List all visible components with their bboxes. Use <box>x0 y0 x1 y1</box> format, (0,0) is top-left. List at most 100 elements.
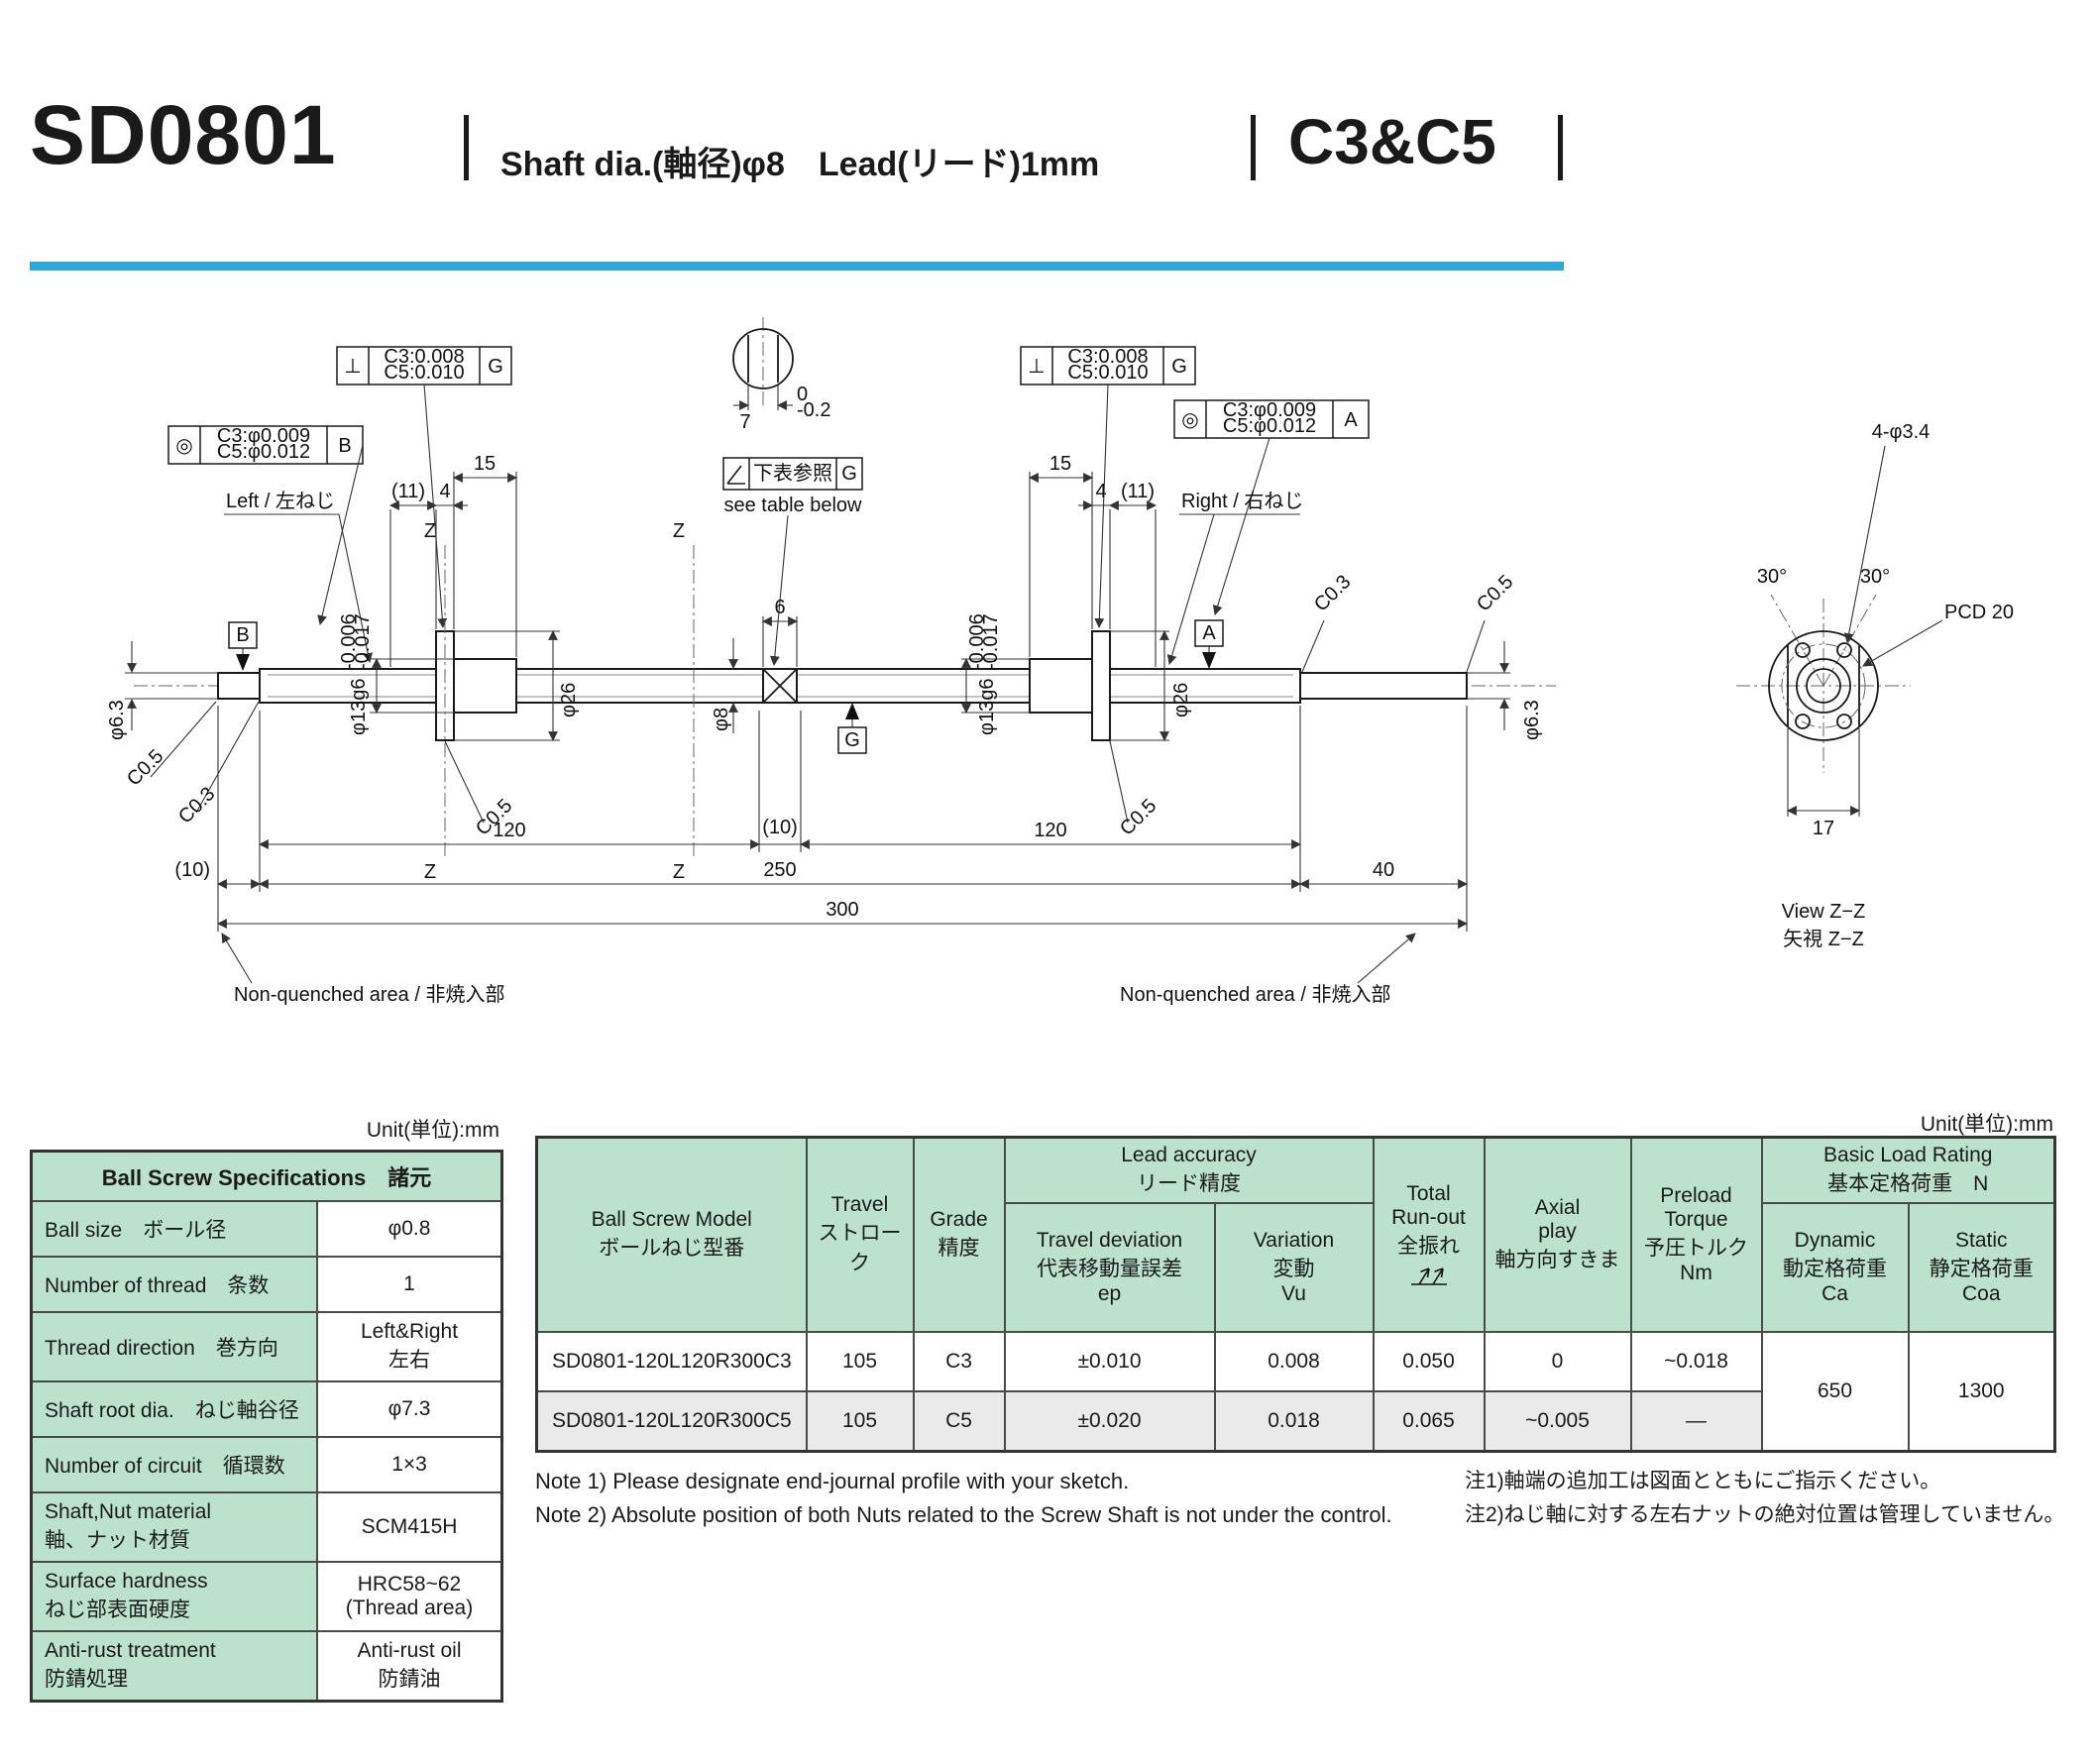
dim-label: 120 <box>493 820 525 841</box>
chamfer-label: C0.3 <box>174 783 219 827</box>
spec-value: HRC58~62 (Thread area) <box>316 1561 503 1632</box>
fcf-tol: C3:φ0.009 <box>1223 399 1316 421</box>
dia-8: φ8 <box>711 638 738 733</box>
note-en-1: Note 1) Please designate end-journal pro… <box>535 1469 1130 1493</box>
spec-label: Shaft root dia. ねじ軸谷径 <box>30 1380 318 1438</box>
fcf-datum: G <box>841 463 857 485</box>
ref-frame-note: see table below <box>724 495 863 516</box>
dim-6: 6 <box>762 597 798 667</box>
dim-label: 250 <box>763 859 796 881</box>
fcf-datum: B <box>338 435 351 457</box>
spec-value: φ0.8 <box>316 1200 503 1258</box>
fcf-datum: G <box>488 356 503 378</box>
col-group-load-rating: Basic Load Rating 基本定格荷重 N <box>1760 1136 2056 1204</box>
section-z-marks: Z Z Z Z <box>424 520 695 883</box>
dim-label: (11) <box>391 481 425 502</box>
spec-label: Number of thread 条数 <box>30 1256 318 1313</box>
dia-63-right: φ6.3 <box>1467 641 1543 740</box>
col-group-lead-accuracy: Lead accuracy リード精度 <box>1003 1136 1375 1204</box>
dynamic-load-cell: 650 <box>1760 1331 1910 1453</box>
dia-26-left: φ26 <box>454 630 580 741</box>
dia-63-left: φ6.3 <box>106 641 218 740</box>
preload-cell: ~0.018 <box>1629 1331 1763 1392</box>
model-cell: SD0801-120L120R300C3 <box>535 1331 808 1392</box>
tol-label: -0.2 <box>797 399 830 421</box>
col-header-travel-deviation: Travel deviation 代表移動量誤差 ep <box>1003 1202 1216 1333</box>
header-row: Ball Screw Model ボールねじ型番 Travel ストローク Gr… <box>535 1136 2056 1333</box>
dia-13g6-left: φ13g6 -0.006 -0.017 <box>338 613 454 735</box>
dim-label: 15 <box>1049 453 1071 475</box>
slope-icon <box>726 465 745 485</box>
dia-26-right: φ26 <box>1110 630 1192 741</box>
travel-deviation-cell: ±0.020 <box>1003 1390 1216 1453</box>
datum-g: G <box>837 703 867 754</box>
datum-g-label: G <box>844 729 860 751</box>
variation-cell: 0.008 <box>1213 1331 1375 1392</box>
axial-play-cell: ~0.005 <box>1483 1390 1632 1453</box>
unit-label-left: Unit(単位):mm <box>366 1119 499 1142</box>
pcd-label: PCD 20 <box>1944 602 2014 623</box>
chamfer-label: C0.5 <box>1473 571 1517 615</box>
wrench-flat-mark <box>762 668 798 704</box>
dim-label: 120 <box>1034 820 1066 841</box>
fcf-tol: C5:0.010 <box>1067 362 1148 384</box>
fcf-tol: C3:φ0.009 <box>217 425 310 447</box>
datum-b-label: B <box>236 624 249 646</box>
col-header-runout: Total Run-out 全振れ <box>1372 1136 1486 1333</box>
chamfer-label: C0.5 <box>123 745 167 790</box>
non-quenched-label: Non-quenched area / 非焼入部 <box>234 983 504 1006</box>
table-row: SD0801-120L120R300C3 105 C3 ±0.010 0.008… <box>535 1331 2056 1453</box>
unit-label-right: Unit(単位):mm <box>1920 1113 2053 1136</box>
perpendicularity-icon: ⊥ <box>344 356 361 378</box>
angle-label: 30° <box>1860 566 1890 588</box>
length-dimensions: 120 (10) 120 (10) 250 40 300 <box>174 706 1468 932</box>
section-label: Z <box>424 861 436 883</box>
dia-label: φ26 <box>1170 683 1192 717</box>
fcf-tol: C5:φ0.012 <box>217 441 310 463</box>
col-header-model: Ball Screw Model ボールねじ型番 <box>535 1136 808 1333</box>
spec-value: SCM415H <box>316 1491 503 1563</box>
col-header-variation: Variation 変動 Vu <box>1213 1202 1375 1333</box>
travel-deviation-cell: ±0.010 <box>1003 1331 1216 1392</box>
runout-icon: ◎ <box>175 435 192 457</box>
spec-value: φ7.3 <box>316 1380 503 1438</box>
spec-label: Ball size ボール径 <box>30 1200 318 1258</box>
perpendicularity-icon: ⊥ <box>1028 356 1045 378</box>
ref-frame-label: 下表参照 <box>753 462 832 485</box>
fcf-datum: A <box>1344 409 1358 431</box>
col-header-static: Static 静定格荷重 Coa <box>1907 1202 2056 1333</box>
spec-table-title: Ball Screw Specifications 諸元 <box>30 1150 503 1202</box>
nut-dims-left: 15 4 (11) <box>389 453 517 667</box>
fcf-tol: C3:0.008 <box>384 346 464 368</box>
note-jp-1: 注1)軸端の追加工は図面とともにご指示ください。 <box>1465 1470 1941 1492</box>
screw-shaft <box>217 668 1468 704</box>
thread-direction-right: Right / 右ねじ <box>1166 490 1303 665</box>
fcf-perpendicularity-left: ⊥ C3:0.008 C5:0.010 G <box>336 346 512 628</box>
dim-label: 17 <box>1813 818 1834 839</box>
model-cell: SD0801-120L120R300C5 <box>535 1390 808 1453</box>
right-thread-label: Right / 右ねじ <box>1181 490 1303 512</box>
chamfer-label: C0.5 <box>1116 795 1160 839</box>
runout-cell: 0.050 <box>1372 1331 1486 1392</box>
tol-label: -0.017 <box>352 613 374 670</box>
fcf-runout-right: ◎ C3:φ0.009 C5:φ0.012 A <box>1173 399 1370 615</box>
total-runout-icon <box>1410 1268 1447 1285</box>
non-quenched-left: Non-quenched area / 非焼入部 <box>221 933 504 1006</box>
variation-cell: 0.018 <box>1213 1390 1375 1453</box>
non-quenched-right: Non-quenched area / 非焼入部 <box>1120 933 1416 1006</box>
spec-label: Number of circuit 循環数 <box>30 1436 318 1493</box>
col-header-preload: Preload Torque 予圧トルク Nm <box>1629 1136 1763 1333</box>
fcf-perpendicularity-right: ⊥ C3:0.008 C5:0.010 G <box>1020 346 1196 628</box>
datum-a-label: A <box>1202 622 1216 644</box>
dim-label: 300 <box>826 899 858 921</box>
spec-value: 1×3 <box>316 1436 503 1493</box>
section-label: Z <box>424 520 436 542</box>
dim-label: (11) <box>1121 481 1155 502</box>
mounting-hole <box>1836 714 1852 729</box>
spec-label: Thread direction 巻方向 <box>30 1311 318 1382</box>
static-load-cell: 1300 <box>1907 1331 2056 1453</box>
